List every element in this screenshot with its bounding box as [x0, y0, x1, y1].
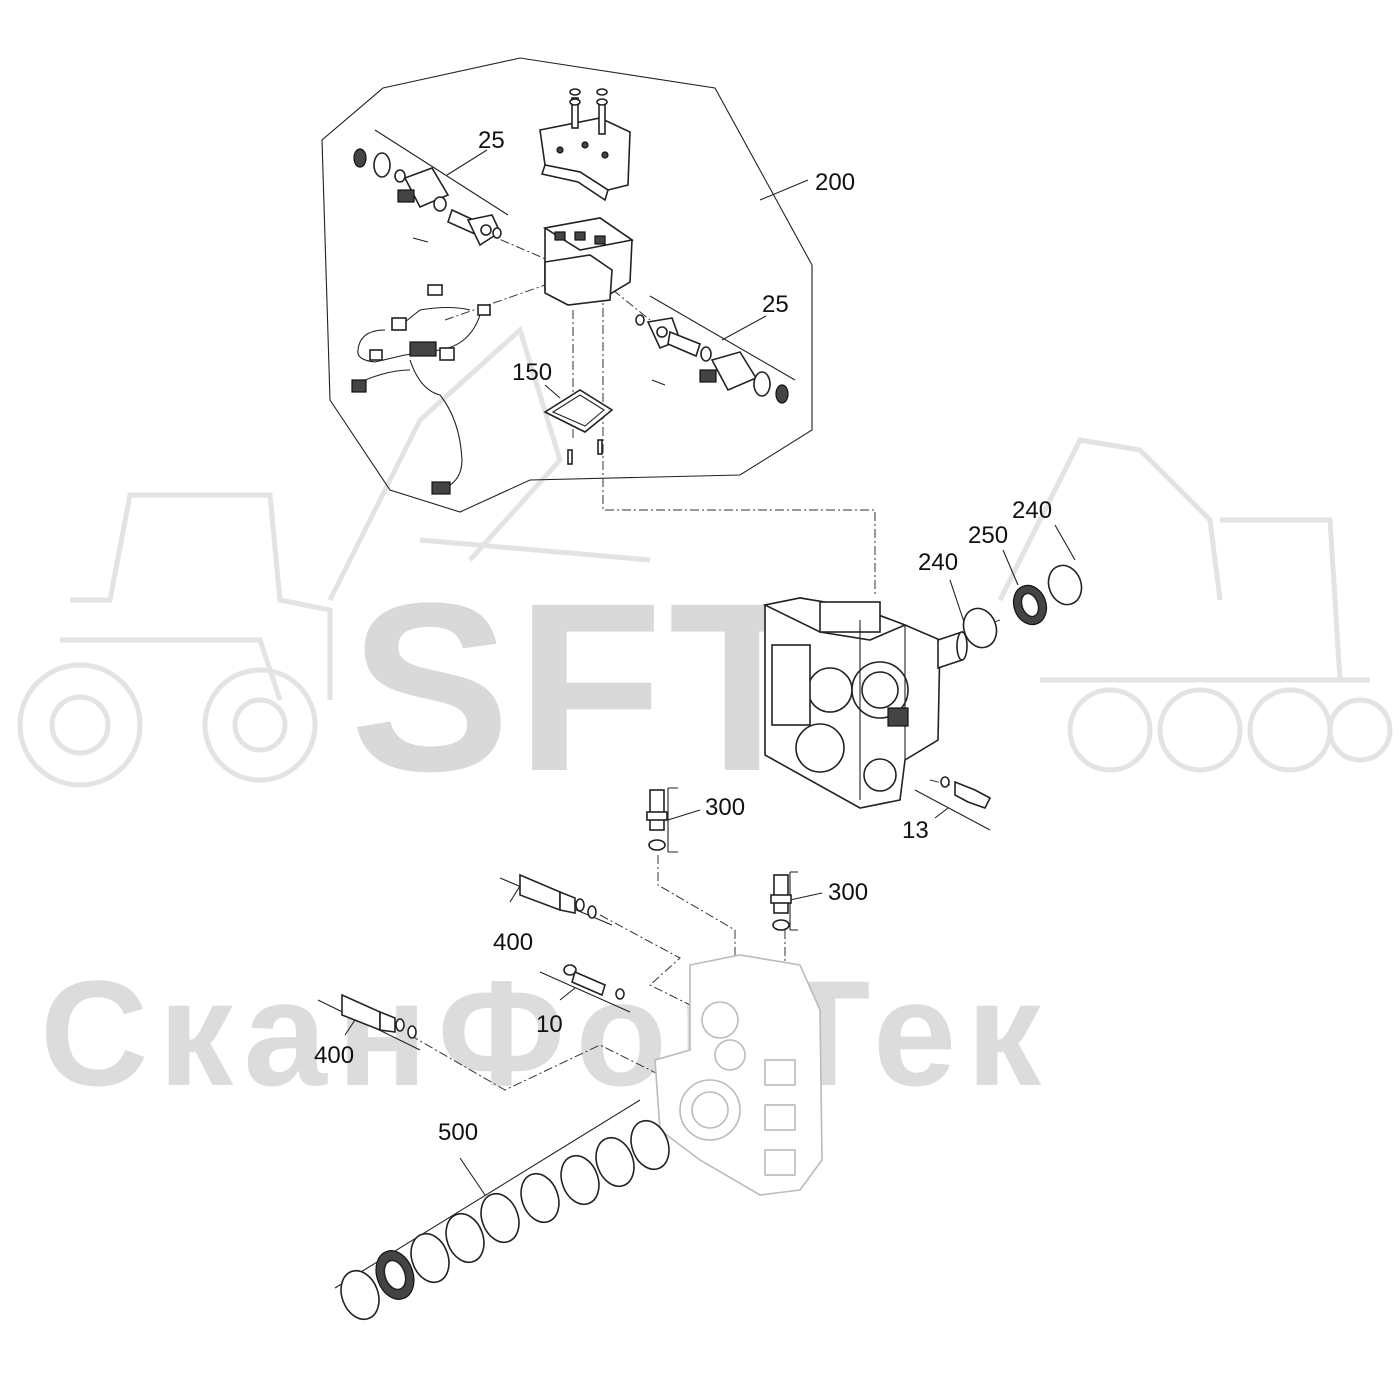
callout-300-left: 300: [705, 794, 745, 821]
callout-150: 150: [512, 359, 552, 386]
watermark-tractor-left: [17, 325, 651, 788]
callout-500: 500: [438, 1119, 478, 1146]
group-200-boundary: [321, 57, 813, 513]
pump-housing-main: [762, 597, 968, 809]
solenoid-valve-left: [353, 148, 502, 247]
watermark-excavator-right: [997, 437, 1393, 773]
callout-240-right: 240: [1012, 497, 1052, 524]
callout-400-upper: 400: [493, 929, 533, 956]
callout-25-top: 25: [478, 127, 505, 154]
solenoid-valve-right: [635, 314, 789, 404]
wiring-harness: [351, 284, 491, 495]
sensor-13: [940, 776, 992, 809]
control-bracket: [539, 88, 631, 202]
cartridge-400-upper: [519, 873, 597, 919]
callout-250: 250: [968, 522, 1008, 549]
control-valve-block: [542, 217, 635, 306]
callout-13: 13: [902, 817, 929, 844]
callout-200: 200: [815, 169, 855, 196]
valve-300-right: [770, 874, 792, 931]
watermark-brand: SFT: [350, 553, 821, 821]
callout-400-lower: 400: [314, 1042, 354, 1069]
callout-240-left: 240: [918, 549, 958, 576]
ring-stack-500: [340, 1119, 670, 1321]
cartridge-400-lower: [341, 993, 417, 1039]
gasket-150: [543, 389, 614, 465]
pump-housing-rear: [654, 954, 823, 1196]
watermark-company: СканФорТек: [40, 949, 1051, 1117]
callout-25-right: 25: [762, 291, 789, 318]
rings-240-250: [962, 564, 1083, 649]
watermark: SFT СканФорТек: [17, 325, 1393, 1117]
callout-300-right: 300: [828, 879, 868, 906]
valve-10: [563, 964, 625, 1000]
valve-300-left: [646, 789, 668, 851]
callout-labels: 25 200 25 150 240 250 240 300 13 300 400…: [314, 127, 1052, 1146]
callout-10: 10: [536, 1011, 563, 1038]
